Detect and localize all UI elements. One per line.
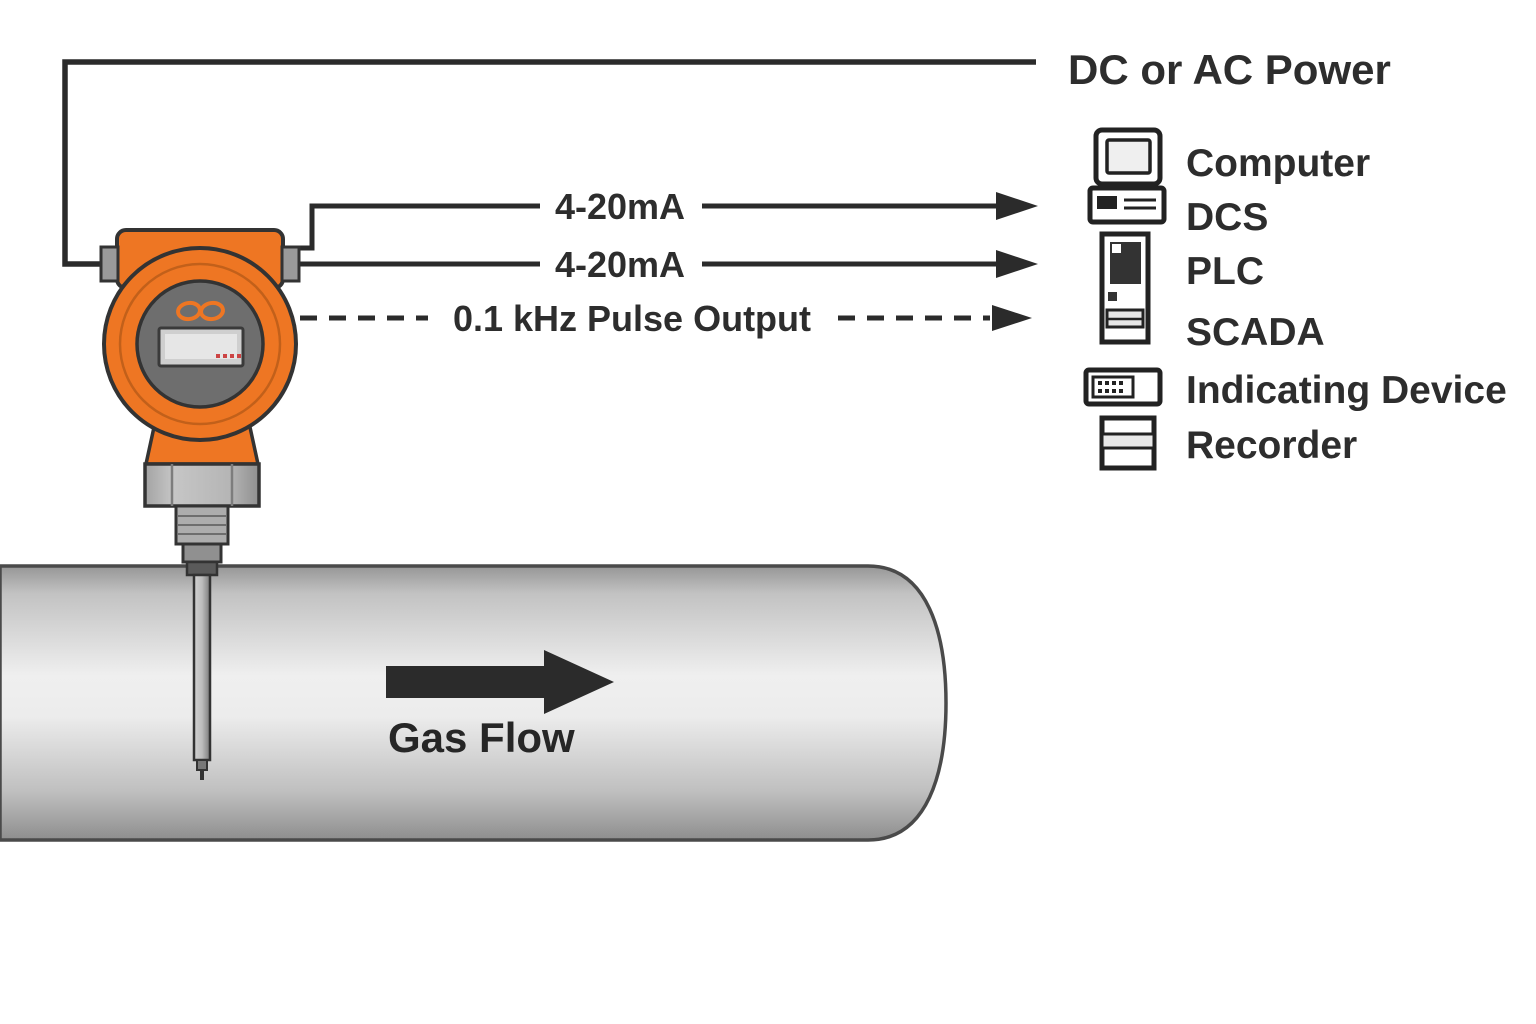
- device-label-indicating-device: Indicating Device: [1186, 369, 1507, 412]
- arrowhead-analog-2: [996, 250, 1038, 278]
- probe-tip-step: [196, 759, 208, 771]
- flow-arrow-head: [544, 650, 614, 714]
- lcd-indicator-dots: [216, 354, 241, 358]
- device-label-plc: PLC: [1186, 250, 1264, 293]
- pipe: [0, 564, 948, 842]
- hex-nut: [143, 462, 261, 508]
- arrowhead-analog-1: [996, 192, 1038, 220]
- flow-arrow-shaft: [386, 666, 546, 698]
- power-wire: [62, 59, 1036, 267]
- pulse-label: 0.1 kHz Pulse Output: [453, 298, 811, 339]
- device-label-computer: Computer: [1186, 142, 1370, 185]
- computer-icon: [1087, 127, 1167, 225]
- analog-line-1: 4-20mA: [299, 186, 1038, 251]
- flow-meter: [99, 228, 301, 780]
- power-line: DC or AC Power: [62, 46, 1391, 267]
- gas-flow-label: Gas Flow: [388, 714, 575, 761]
- gas-flow-arrow: Gas Flow: [386, 650, 614, 761]
- pulse-line: 0.1 kHz Pulse Output: [300, 298, 1032, 339]
- device-label-dcs: DCS: [1186, 196, 1268, 239]
- plc-icon: [1099, 231, 1151, 345]
- meter-cap-tab-right: [280, 245, 301, 283]
- meter-bezel-ring: [118, 262, 282, 426]
- arrowhead-pulse: [992, 305, 1032, 331]
- probe-tip: [200, 770, 204, 780]
- pipe-body: [0, 564, 948, 842]
- indicating-device-icon: [1083, 367, 1163, 407]
- pipe-entry-band: [185, 560, 219, 577]
- brand-logo: [176, 300, 225, 322]
- probe-rod: [192, 573, 212, 762]
- recorder-icon: [1099, 415, 1157, 471]
- device-label-recorder: Recorder: [1186, 424, 1357, 467]
- device-label-scada: SCADA: [1186, 311, 1325, 354]
- device-list: Computer DCS PLC SCADA Indicating Device: [1083, 127, 1507, 471]
- analog-label-2: 4-20mA: [555, 244, 685, 285]
- analog-wire-1: [299, 203, 996, 251]
- analog-label-1: 4-20mA: [555, 186, 685, 227]
- probe-collar: [181, 542, 223, 564]
- meter-cap-tab-left: [99, 245, 120, 283]
- power-label: DC or AC Power: [1068, 46, 1391, 93]
- analog-line-2: 4-20mA: [300, 244, 1038, 285]
